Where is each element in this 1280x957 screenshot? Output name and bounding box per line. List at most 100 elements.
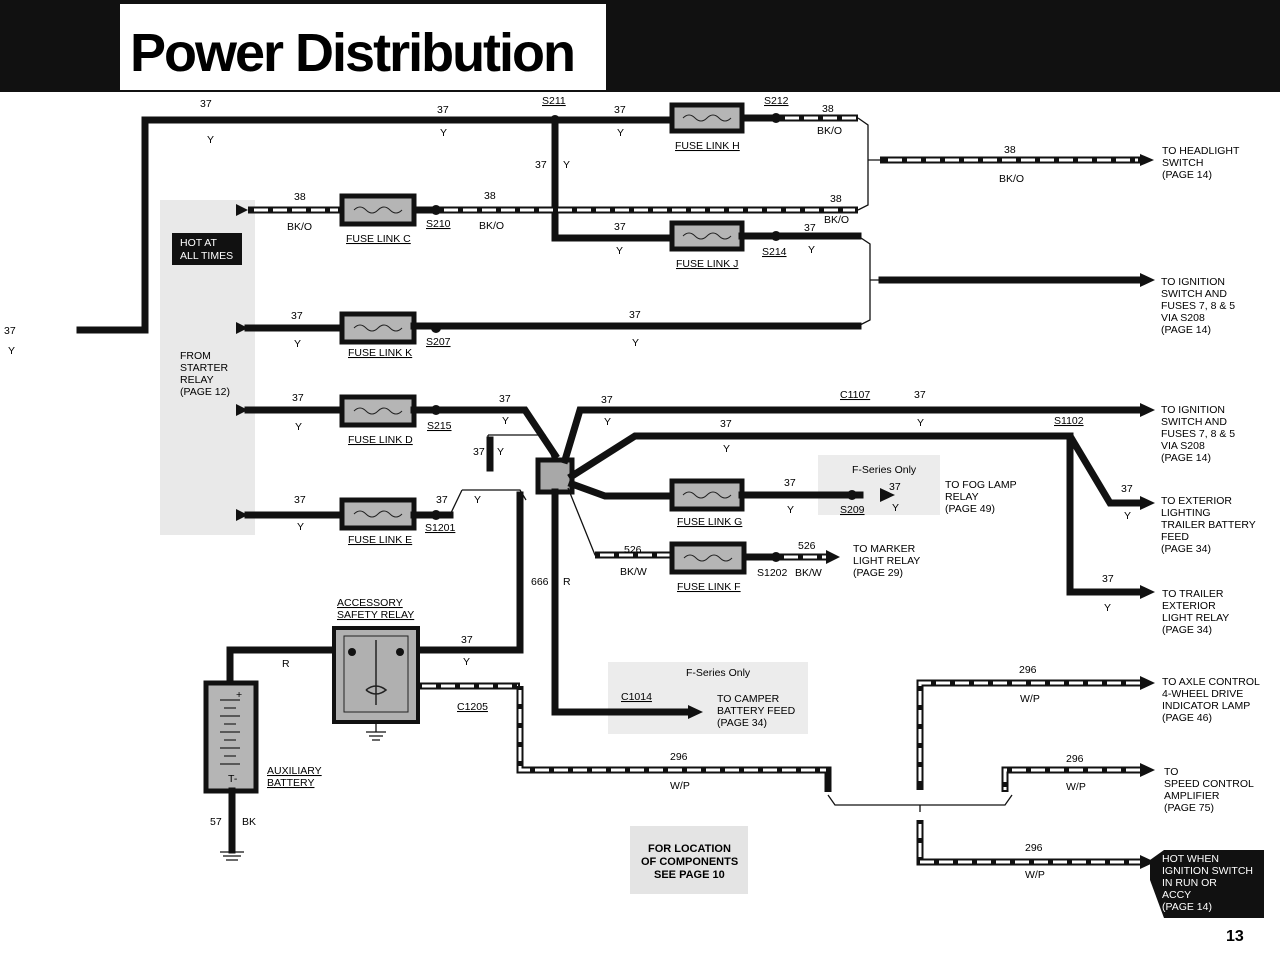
label-y: Y — [1124, 510, 1131, 522]
hot-when-box — [1150, 850, 1264, 918]
main-feed-wire — [76, 116, 559, 334]
label-y: Y — [563, 159, 570, 171]
label-fuse-link-j: FUSE LINK J — [676, 258, 738, 270]
label-y: Y — [497, 446, 504, 458]
dest-speed-control: TO SPEED CONTROL AMPLIFIER (PAGE 75) — [1164, 766, 1254, 814]
label-in-run-or: IN RUN OR — [1162, 877, 1217, 889]
label-s207: S207 — [426, 336, 451, 348]
label-37: 37 — [889, 481, 901, 493]
dest-exterior-lighting: TO EXTERIOR LIGHTING TRAILER BATTERY FEE… — [1161, 495, 1256, 555]
svg-text:TO IGNITION: TO IGNITION — [1161, 276, 1225, 288]
label-bkw: BK/W — [795, 567, 822, 579]
label-all-times: ALL TIMES — [180, 250, 233, 262]
label-bko: BK/O — [824, 214, 849, 226]
label-y: Y — [723, 443, 730, 455]
label-page14: (PAGE 14) — [1162, 901, 1212, 913]
dest-headlight-switch: TO HEADLIGHT SWITCH (PAGE 14) — [1162, 145, 1240, 181]
dest-camper-battery: TO CAMPER BATTERY FEED (PAGE 34) — [717, 693, 796, 729]
label-y: Y — [787, 504, 794, 516]
label-r: R — [563, 576, 571, 588]
svg-text:TO TRAILER: TO TRAILER — [1162, 588, 1224, 600]
label-fseries-only: F-Series Only — [852, 464, 917, 476]
svg-text:(PAGE 49): (PAGE 49) — [945, 503, 995, 515]
label-for-location: FOR LOCATION — [648, 843, 731, 855]
label-38: 38 — [484, 190, 496, 202]
label-37: 37 — [291, 310, 303, 322]
dest-fog-lamp-relay: TO FOG LAMP RELAY (PAGE 49) — [945, 479, 1017, 515]
label-bkw: BK/W — [620, 566, 647, 578]
label-s215: S215 — [427, 420, 452, 432]
label-bko: BK/O — [287, 221, 312, 233]
junction-block — [535, 457, 575, 495]
label-37: 37 — [436, 494, 448, 506]
label-fuse-link-f: FUSE LINK F — [677, 581, 741, 593]
label-c1014: C1014 — [621, 691, 652, 703]
svg-text:SWITCH: SWITCH — [1162, 157, 1203, 169]
svg-text:SWITCH AND: SWITCH AND — [1161, 416, 1227, 428]
label-296: 296 — [1066, 753, 1084, 765]
page-number: 13 — [1226, 928, 1244, 945]
label-auxiliary: AUXILIARY — [267, 765, 322, 777]
label-y: Y — [502, 415, 509, 427]
label-bko: BK/O — [999, 173, 1024, 185]
dest-ignition-switch-1: TO IGNITION SWITCH AND FUSES 7, 8 & 5 VI… — [1161, 276, 1235, 336]
label-y: Y — [463, 656, 470, 668]
battery-minus: T- — [228, 773, 238, 785]
label-relay: RELAY — [180, 374, 214, 386]
label-37: 37 — [914, 389, 926, 401]
svg-text:TO EXTERIOR: TO EXTERIOR — [1161, 495, 1232, 507]
svg-text:TO: TO — [1164, 766, 1178, 778]
label-y: Y — [8, 345, 15, 357]
label-fuse-link-k: FUSE LINK K — [348, 347, 412, 359]
label-wp: W/P — [1066, 781, 1086, 793]
label-page12: (PAGE 12) — [180, 386, 230, 398]
svg-text:RELAY: RELAY — [945, 491, 979, 503]
label-hot-at: HOT AT — [180, 237, 218, 249]
label-37: 37 — [629, 309, 641, 321]
label-37: 37 — [535, 159, 547, 171]
label-bk: BK — [242, 816, 256, 828]
label-s211: S211 — [542, 95, 566, 107]
svg-text:VIA S208: VIA S208 — [1161, 312, 1205, 324]
label-37: 37 — [1102, 573, 1114, 585]
svg-text:LIGHT RELAY: LIGHT RELAY — [853, 555, 920, 567]
label-37: 37 — [614, 104, 626, 116]
label-37: 37 — [601, 394, 613, 406]
svg-text:TRAILER BATTERY: TRAILER BATTERY — [1161, 519, 1256, 531]
svg-text:TO FOG LAMP: TO FOG LAMP — [945, 479, 1017, 491]
label-y: Y — [616, 245, 623, 257]
label-bko: BK/O — [479, 220, 504, 232]
label-ignition-switch: IGNITION SWITCH — [1162, 865, 1253, 877]
label-wp: W/P — [1025, 869, 1045, 881]
label-r: R — [282, 658, 290, 670]
svg-text:FEED: FEED — [1161, 531, 1189, 543]
label-37: 37 — [720, 418, 732, 430]
label-y: Y — [1104, 602, 1111, 614]
label-37: 37 — [461, 634, 473, 646]
label-fuse-link-g: FUSE LINK G — [677, 516, 742, 528]
label-296: 296 — [670, 751, 688, 763]
label-666: 666 — [531, 576, 549, 588]
svg-text:4-WHEEL DRIVE: 4-WHEEL DRIVE — [1162, 688, 1243, 700]
label-38: 38 — [294, 191, 306, 203]
svg-text:(PAGE 34): (PAGE 34) — [1161, 543, 1211, 555]
label-fuse-link-h: FUSE LINK H — [675, 140, 740, 152]
label-38: 38 — [822, 103, 834, 115]
dest-trailer-exterior: TO TRAILER EXTERIOR LIGHT RELAY (PAGE 34… — [1162, 588, 1229, 636]
label-battery: BATTERY — [267, 777, 314, 789]
svg-text:SPEED CONTROL: SPEED CONTROL — [1164, 778, 1254, 790]
svg-text:FUSES 7, 8 & 5: FUSES 7, 8 & 5 — [1161, 428, 1235, 440]
label-296: 296 — [1025, 842, 1043, 854]
label-safety-relay: SAFETY RELAY — [337, 609, 414, 621]
label-fseries-only: F-Series Only — [686, 667, 751, 679]
fseries-panel-2 — [608, 662, 808, 734]
title-box — [120, 4, 606, 90]
label-38: 38 — [1004, 144, 1016, 156]
label-y: Y — [207, 134, 214, 146]
label-37: 37 — [437, 104, 449, 116]
label-hot-when: HOT WHEN — [1162, 853, 1219, 865]
label-bko: BK/O — [817, 125, 842, 137]
svg-text:TO IGNITION: TO IGNITION — [1161, 404, 1225, 416]
label-from: FROM — [180, 350, 211, 362]
label-37: 37 — [4, 325, 16, 337]
